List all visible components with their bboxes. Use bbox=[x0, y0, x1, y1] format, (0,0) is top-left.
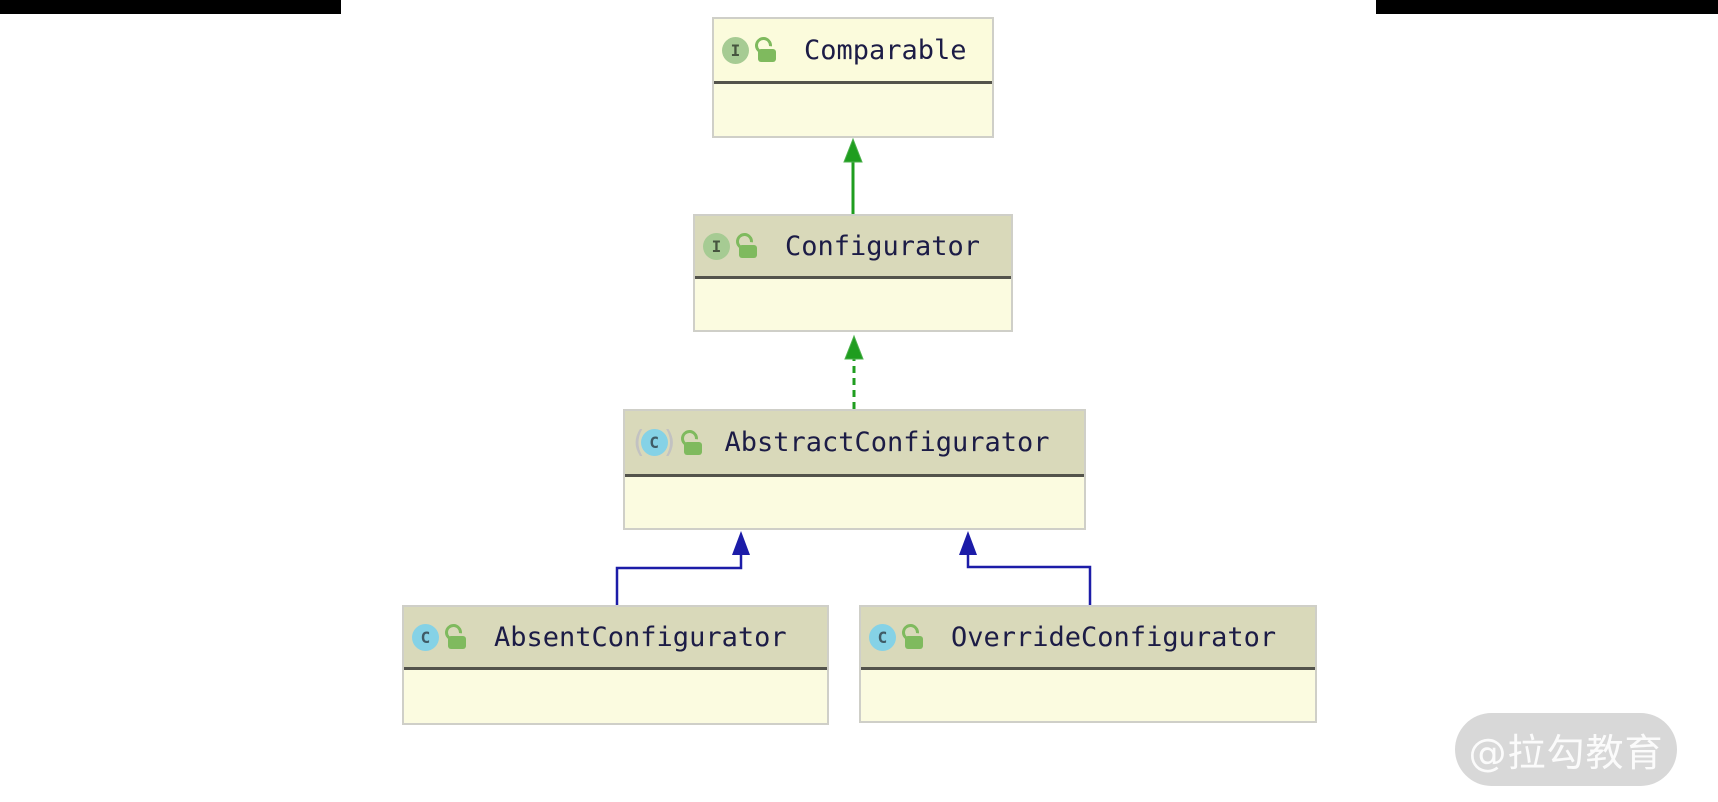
class-name-label: AbstractConfigurator bbox=[724, 427, 1050, 458]
abstract-paren-right: ) bbox=[663, 425, 676, 460]
class-node-abstractconfigurator[interactable]: ( C ) AbstractConfigurator bbox=[623, 409, 1086, 530]
unlock-icon bbox=[682, 430, 704, 456]
class-icon: C bbox=[869, 623, 896, 651]
icon-letter: I bbox=[730, 40, 741, 60]
class-node-overrideconfigurator[interactable]: C OverrideConfigurator bbox=[859, 605, 1317, 723]
icon-letter: C bbox=[877, 627, 888, 647]
top-left-black-bar bbox=[0, 0, 341, 14]
class-name-label: Configurator bbox=[785, 230, 981, 262]
class-name-label: OverrideConfigurator bbox=[951, 621, 1277, 653]
node-body bbox=[714, 84, 992, 136]
node-header: I Comparable bbox=[714, 19, 992, 84]
watermark-badge: @拉勾教育 bbox=[1455, 713, 1677, 786]
edge-absentconfigurator-extends-abstractconfigurator[interactable] bbox=[615, 531, 750, 605]
unlock-icon bbox=[903, 624, 925, 650]
abstract-paren-left: ( bbox=[633, 425, 645, 460]
node-body bbox=[404, 670, 827, 723]
node-body bbox=[625, 477, 1084, 528]
unlock-icon bbox=[446, 624, 468, 650]
class-name-label: Comparable bbox=[804, 34, 967, 66]
edge-configurator-extends-comparable[interactable] bbox=[843, 137, 863, 214]
icon-letter: I bbox=[711, 236, 722, 256]
top-right-black-bar bbox=[1376, 0, 1718, 14]
unlock-icon bbox=[737, 233, 759, 259]
icon-letter: C bbox=[649, 433, 660, 452]
watermark-text: @拉勾教育 bbox=[1468, 731, 1664, 775]
node-header: I Configurator bbox=[695, 216, 1011, 279]
node-body bbox=[861, 670, 1315, 721]
class-name-label: AbsentConfigurator bbox=[494, 621, 787, 653]
interface-icon: I bbox=[722, 36, 749, 64]
edge-abstractconfigurator-implements-configurator[interactable] bbox=[844, 334, 864, 409]
class-node-configurator[interactable]: I Configurator bbox=[693, 214, 1013, 332]
class-node-absentconfigurator[interactable]: C AbsentConfigurator bbox=[402, 605, 829, 725]
icon-letter: C bbox=[420, 627, 431, 647]
node-header: ( C ) AbstractConfigurator bbox=[625, 411, 1084, 477]
interface-icon: I bbox=[703, 232, 730, 260]
class-icon: C bbox=[640, 429, 668, 456]
class-node-comparable[interactable]: I Comparable bbox=[712, 17, 994, 138]
edge-overrideconfigurator-extends-abstractconfigurator[interactable] bbox=[959, 531, 1092, 605]
node-body bbox=[695, 279, 1011, 330]
abstract-class-icon: ( C ) bbox=[633, 425, 676, 460]
node-header: C OverrideConfigurator bbox=[861, 607, 1315, 670]
node-header: C AbsentConfigurator bbox=[404, 607, 827, 670]
unlock-icon bbox=[756, 37, 778, 63]
class-icon: C bbox=[412, 623, 439, 651]
